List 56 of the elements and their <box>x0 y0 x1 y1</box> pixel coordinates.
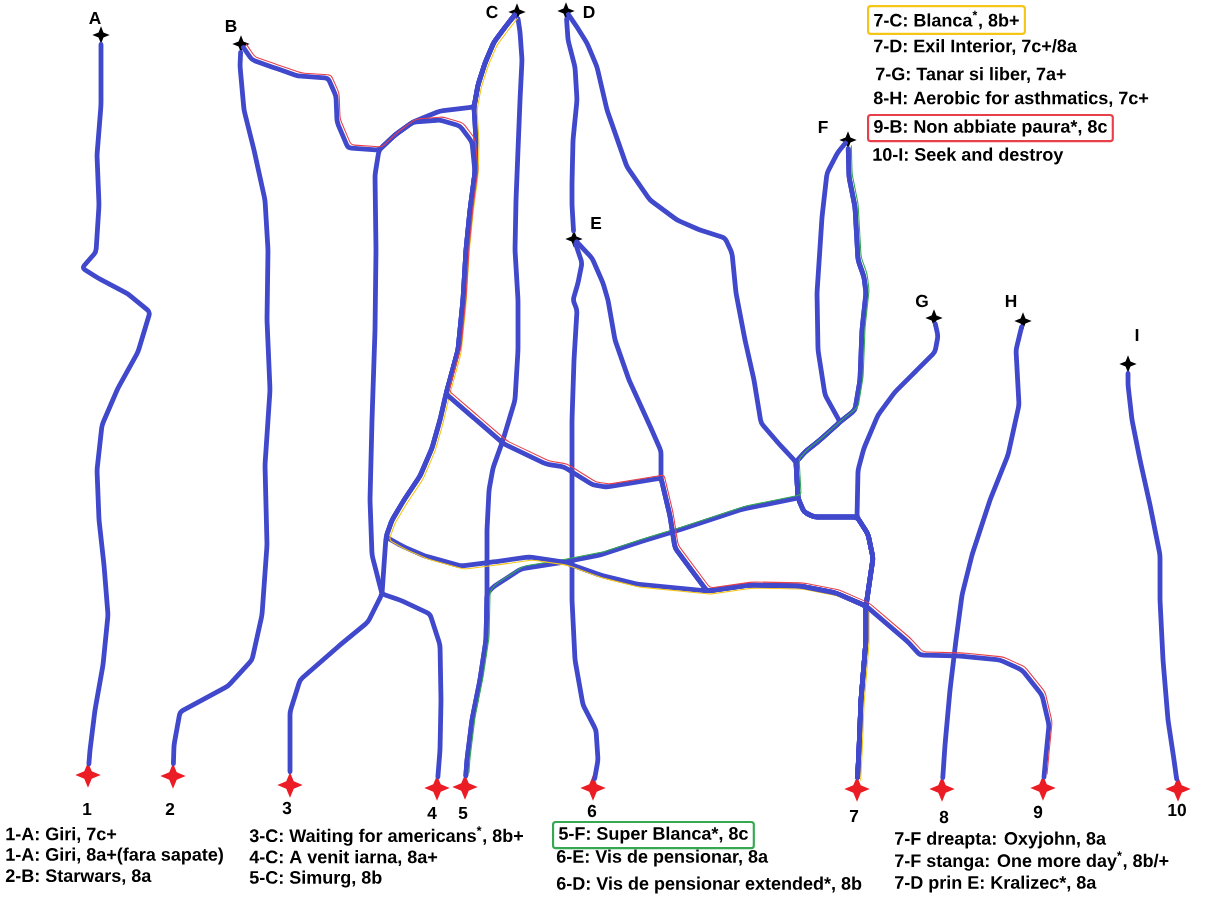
route-name: 3-C: Waiting for americans$^{*}$, 8b+ <box>249 826 523 846</box>
anchor-letter: E <box>591 217 602 229</box>
anchor-letter: C <box>486 5 498 19</box>
start-number: 8 <box>939 810 949 824</box>
route-name: 1-A: Giri, 7c+ <box>6 827 117 843</box>
anchor-letter: I <box>1135 329 1139 341</box>
route-name: 7-D: Exil Interior, 7c+/8a <box>874 39 1077 55</box>
route-line <box>940 324 1024 780</box>
route-name: 2-B: Starwars, 8a <box>5 869 152 885</box>
start-marker <box>929 776 955 802</box>
route-name: 6-E: Vis de pensionar, 8a <box>556 849 769 867</box>
route-name: 6-D: Vis de pensionar extended*, 8b <box>556 876 862 894</box>
route-name: 5-C: Simurg, 8b <box>249 870 382 888</box>
route-name: 7-D prin E: Kralizec*, 8a <box>895 875 1097 893</box>
start-marker <box>160 763 186 789</box>
route-line <box>384 12 870 781</box>
anchor-letter: A <box>89 12 101 24</box>
anchor-letter: B <box>225 20 237 32</box>
route-name: 7-G: Tanar si liber, 7a+ <box>876 67 1066 83</box>
start-number: 6 <box>587 804 597 818</box>
start-number: 2 <box>165 802 175 816</box>
start-number: 1 <box>83 803 92 815</box>
start-number: 7 <box>849 810 859 822</box>
route-line <box>240 43 1053 780</box>
start-number: 10 <box>1168 803 1186 817</box>
anchor-marker <box>92 26 110 44</box>
anchor-marker <box>565 230 583 248</box>
route-name: 7-F stanga: One more day$^{*}$, 8b/+ <box>895 851 1169 871</box>
route-name: 1-A: Giri, 8a+(fara sapate) <box>6 847 223 865</box>
route-line <box>564 16 580 234</box>
framed-route-name: 7-C: Blanca$^{*}$, 8b+ <box>867 5 1026 35</box>
start-number: 5 <box>458 806 468 820</box>
framed-route-name: 9-B: Non abbiate paura*, 8c <box>867 113 1114 143</box>
anchor-letter: H <box>1005 295 1017 307</box>
route-name: 4-C: A venit iarna, 8a+ <box>249 850 438 866</box>
anchor-letter: D <box>583 6 595 18</box>
route-line <box>81 42 152 767</box>
start-number: 4 <box>427 807 437 819</box>
anchor-letter: G <box>916 294 928 308</box>
anchor-marker <box>557 2 575 20</box>
route-line <box>463 145 870 779</box>
start-marker <box>277 772 303 798</box>
anchor-marker <box>839 131 857 149</box>
start-marker <box>844 776 870 802</box>
route-name: 7-F dreapta: Oxyjohn, 8a <box>895 831 1107 849</box>
framed-route-name: 5-F: Super Blanca*, 8c <box>552 820 755 850</box>
route-line <box>171 50 273 766</box>
anchor-letter: F <box>818 121 828 133</box>
anchor-marker <box>232 35 250 53</box>
route-line <box>1125 371 1180 782</box>
start-number: 9 <box>1033 805 1043 819</box>
route-name: 10-I: Seek and destroy <box>873 147 1064 165</box>
route-name: 8-H: Aerobic for asthmatics, 7c+ <box>873 91 1149 107</box>
start-number: 3 <box>282 801 292 815</box>
route-line <box>569 241 601 782</box>
anchor-marker <box>1119 355 1137 373</box>
